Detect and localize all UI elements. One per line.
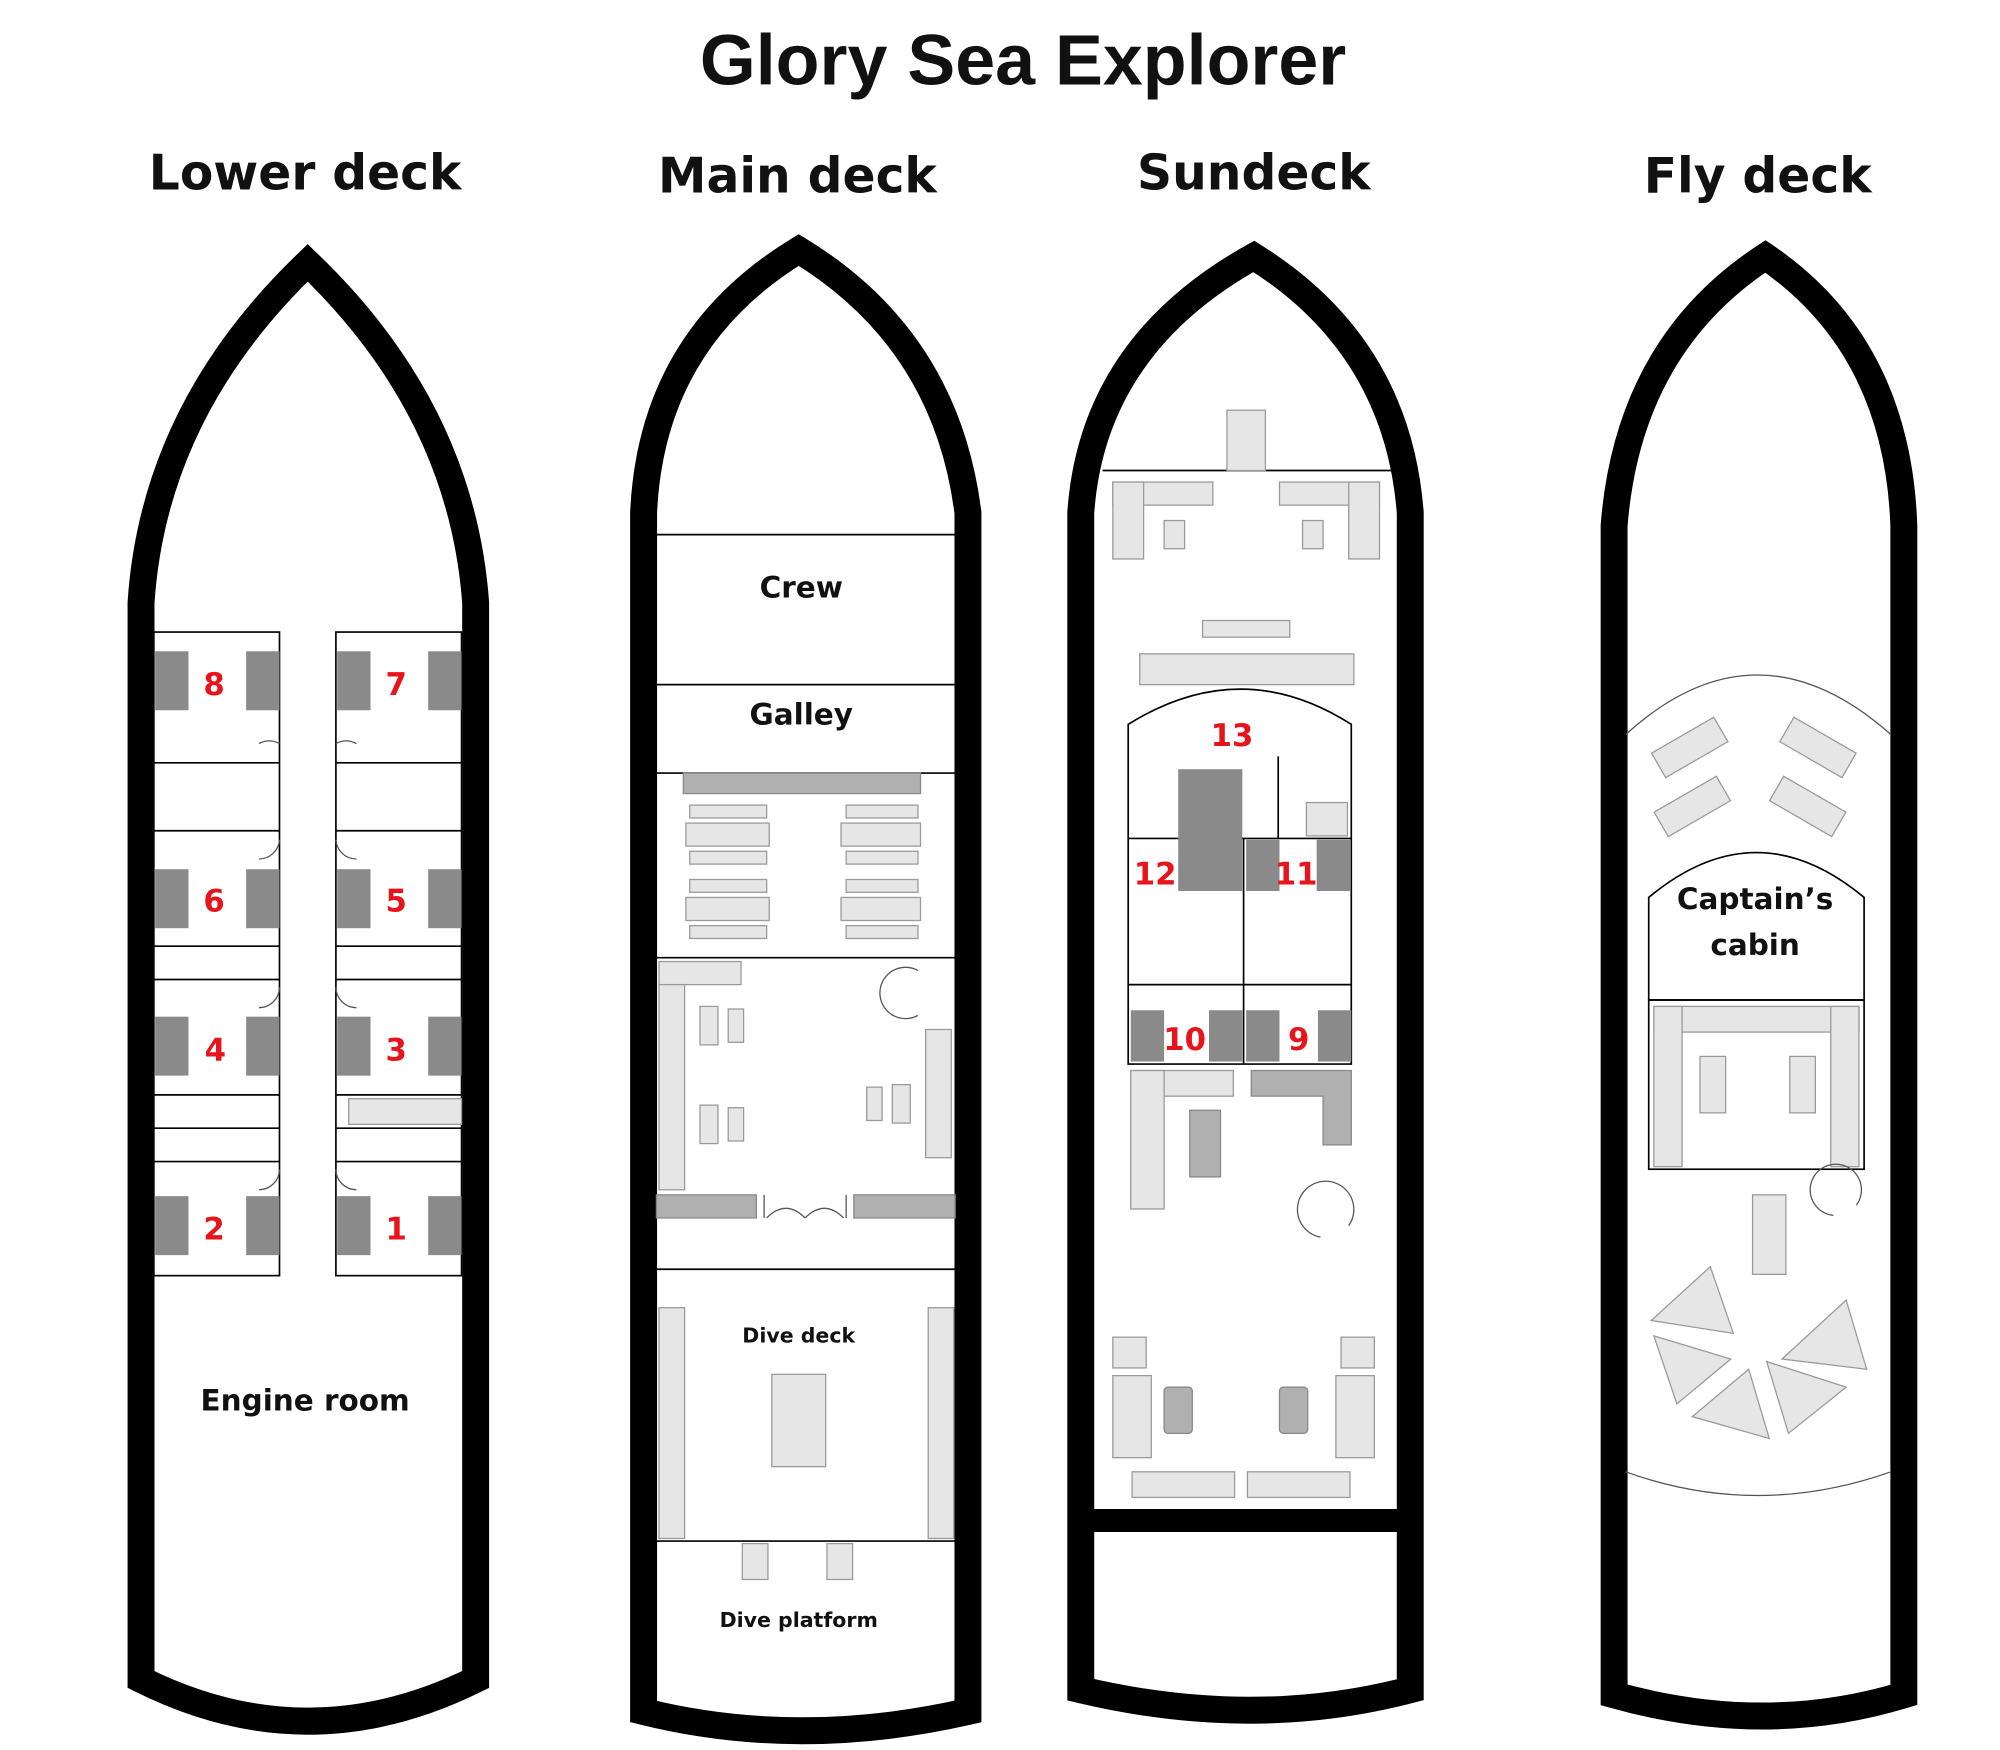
- fly-deck-hull: [1600, 240, 1918, 1730]
- deck-title-lower: Lower deck: [149, 146, 463, 202]
- galley-label: Galley: [750, 697, 853, 731]
- dive-deck-label: Dive deck: [742, 1323, 856, 1347]
- cabin-number-5: 5: [385, 884, 406, 920]
- cabin-number-2: 2: [203, 1212, 224, 1248]
- cabin-number-6: 6: [203, 884, 224, 920]
- captains-cabin-label-line1: Captain’s: [1677, 882, 1833, 916]
- cabin-number-8: 8: [203, 667, 224, 703]
- captains-cabin-label-line2: cabin: [1710, 928, 1800, 962]
- cabin-number-12: 12: [1134, 857, 1177, 893]
- cabin-number-1: 1: [385, 1212, 406, 1248]
- cabin-number-4: 4: [205, 1032, 226, 1068]
- deck-title-main: Main deck: [658, 148, 938, 204]
- sundeck: 13 12 11 10 9: [1067, 240, 1424, 1724]
- plan-title: Glory Sea Explorer: [700, 21, 1346, 101]
- saloon-seating: [658, 960, 952, 1191]
- main-deck-hull: [630, 234, 982, 1745]
- cabin-number-3: 3: [385, 1032, 406, 1068]
- engine-room-label: Engine room: [200, 1383, 409, 1417]
- dive-platform-label: Dive platform: [720, 1608, 878, 1632]
- deck-title-fly: Fly deck: [1644, 148, 1873, 204]
- sundeck-hull: [1067, 240, 1424, 1724]
- lower-deck: 8 7 6 5 4 3 2 1 Engine room: [127, 244, 490, 1735]
- deck-title-sundeck: Sundeck: [1137, 146, 1372, 202]
- fly-deck: Captain’s cabin: [1600, 240, 1918, 1730]
- lower-deck-hull: [127, 244, 490, 1735]
- cabin-number-10: 10: [1163, 1022, 1206, 1058]
- sun-loungers: [1649, 716, 1868, 1440]
- lower-deck-cabins: [153, 631, 463, 1277]
- cabin-number-11: 11: [1275, 857, 1318, 893]
- cabin-number-9: 9: [1288, 1022, 1309, 1058]
- cabin-number-13: 13: [1211, 718, 1254, 754]
- crew-label: Crew: [760, 570, 843, 604]
- dining-tables: [685, 804, 922, 940]
- main-deck: Crew Galley Dive deck Dive platform: [630, 234, 982, 1745]
- cabin-number-7: 7: [385, 667, 406, 703]
